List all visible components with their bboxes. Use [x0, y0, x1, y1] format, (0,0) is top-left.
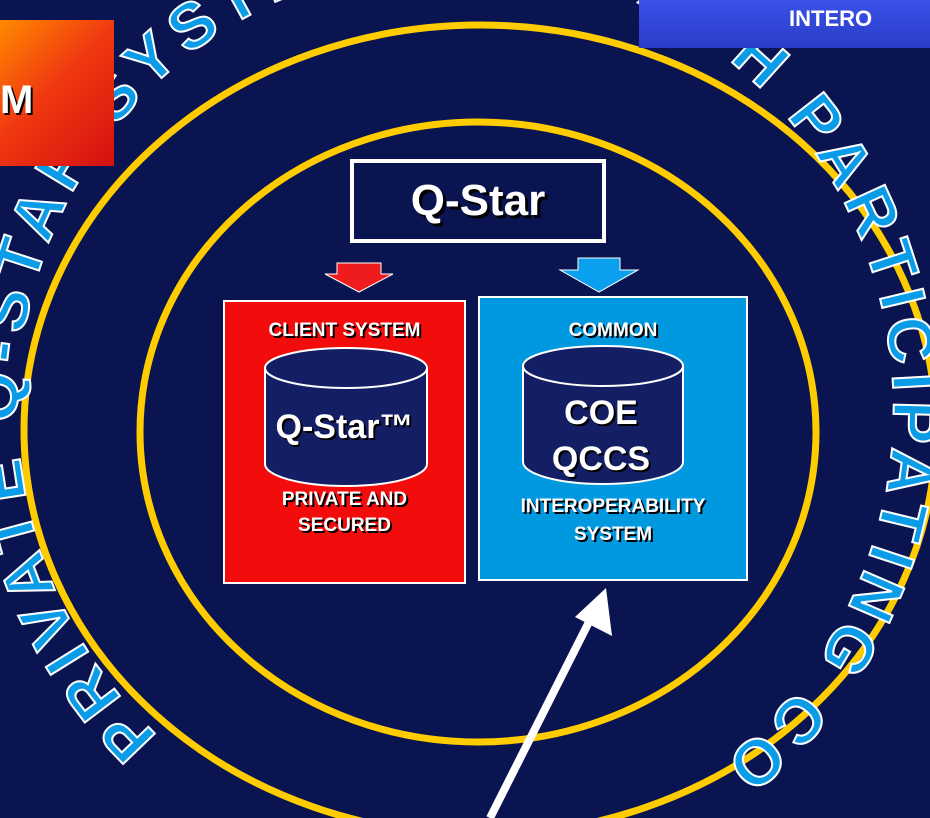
client-subtitle-line1: PRIVATE AND	[281, 489, 408, 510]
pointer-arrow-head	[575, 588, 612, 636]
client-panel-title: CLIENT SYSTEM	[268, 320, 421, 341]
common-panel-title: COMMON	[568, 320, 658, 341]
qstar-title: Q-Star	[410, 176, 546, 225]
client-system-panel: CLIENT SYSTEM Q-Star™ PRIVATE AND SECURE…	[223, 300, 466, 584]
inner-gold-ring	[136, 118, 820, 746]
common-database-icon	[522, 345, 684, 485]
client-database-icon	[264, 347, 428, 487]
left-box-text: M	[0, 78, 34, 122]
red-down-arrow	[324, 262, 394, 293]
client-cylinder-label: Q-Star™	[275, 408, 414, 446]
left-title-box: M	[0, 20, 114, 166]
common-subtitle-line2: SYSTEM	[573, 524, 653, 545]
common-cylinder-line1: COE	[564, 394, 638, 432]
outer-gold-ring	[20, 21, 930, 818]
common-system-panel: COMMON COE QCCS INTEROPERABILITY SYSTEM	[478, 296, 748, 581]
common-cylinder-line2: QCCS	[551, 440, 651, 478]
client-subtitle-line2: SECURED	[298, 515, 391, 536]
qstar-title-box: Q-Star	[350, 159, 606, 243]
top-banner: INTERO	[639, 0, 930, 48]
pointer-arrow-shaft	[486, 610, 598, 818]
common-subtitle-line1: INTEROPERABILITY	[520, 496, 706, 517]
top-banner-text: INTERO	[789, 6, 873, 31]
blue-down-arrow	[558, 257, 640, 293]
